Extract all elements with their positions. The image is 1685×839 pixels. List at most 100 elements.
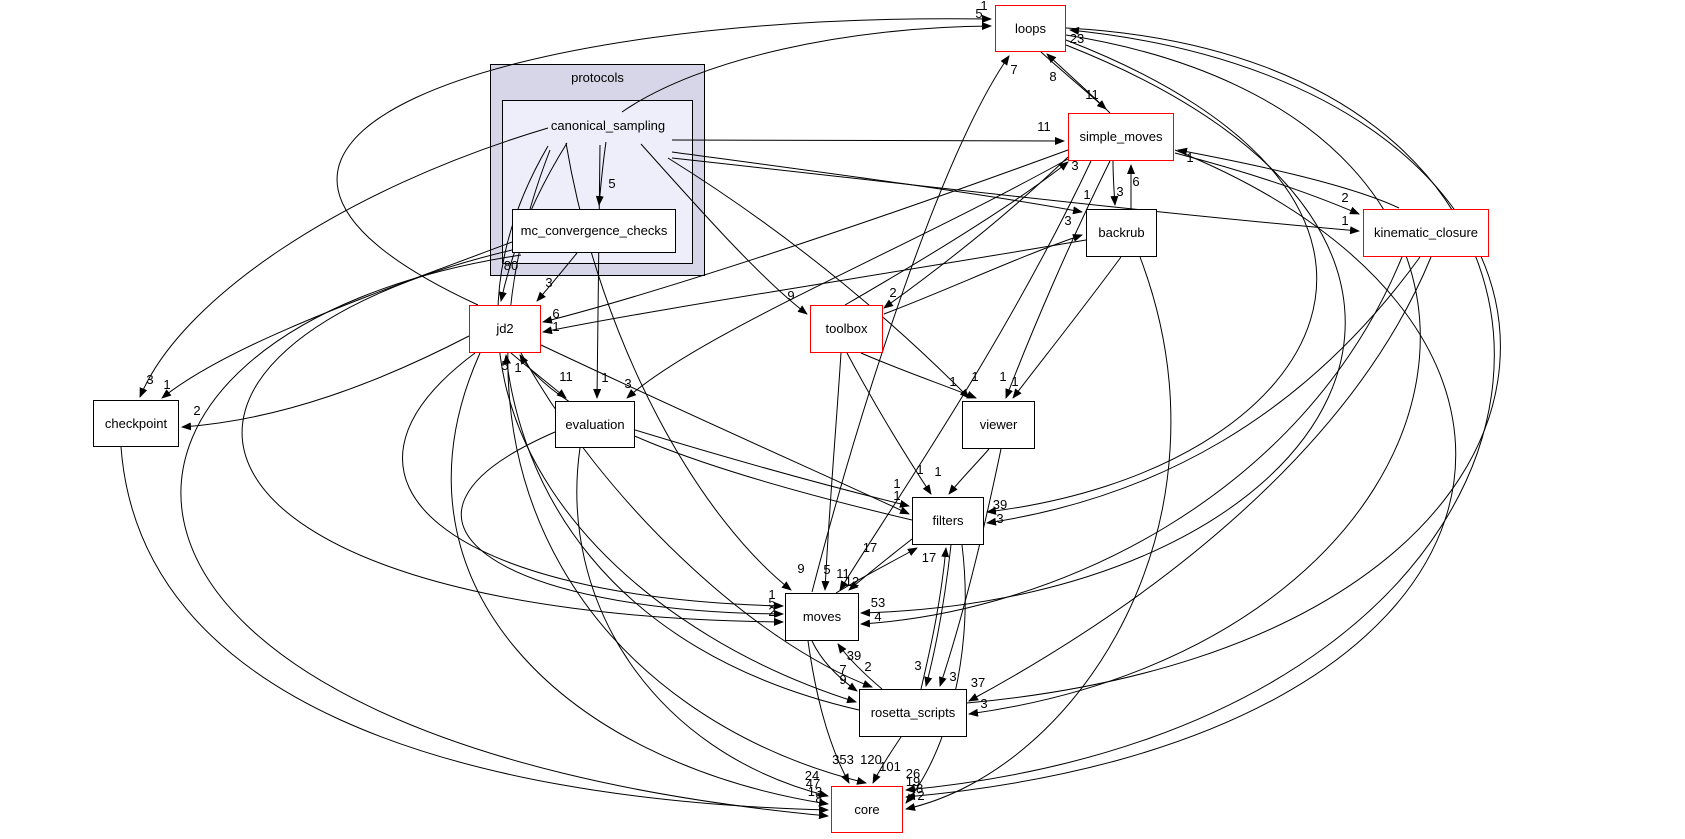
edge-canonical_sampling-to-simple_moves [671,136,1065,145]
edge-backrub-to-jd2 [542,239,1087,335]
edge-mc_convergence_checks-to-jd2 [536,252,578,302]
edge-viewer-to-filters [948,448,990,495]
edge-simple_moves-to-loops [1046,53,1111,114]
edge-canonical_sampling-to-viewer [667,157,970,399]
edge-count-label: 17 [922,550,936,565]
edge-jd2-to-core [450,352,829,807]
edge-count-label: 6 [552,306,559,321]
edge-count-label: 39 [847,648,861,663]
edge-count-label: 7 [839,662,846,677]
node-backrub[interactable]: backrub [1086,209,1157,257]
node-simple_moves[interactable]: simple_moves [1068,113,1174,161]
edge-count-label: 9 [839,672,846,687]
edge-count-label: 2 [768,604,775,619]
edge-count-label: 26 [906,766,920,781]
edge-count-label: 3 [1071,158,1078,173]
edge-kinematic_closure-to-rosetta_scripts [968,256,1432,702]
node-kinematic_closure[interactable]: kinematic_closure [1363,209,1489,257]
edge-count-label: 1 [1083,187,1090,202]
edge-count-label: 37 [971,675,985,690]
edge-moves-to-core [807,640,850,784]
edge-rosetta_scripts-to-filters [920,547,950,690]
edge-count-label: 1 [601,370,608,385]
edge-count-label: 23 [1070,31,1084,46]
edge-rosetta_scripts-to-moves [837,643,883,690]
edge-canonical_sampling-to-backrub [671,151,1083,215]
node-mc_convergence_checks[interactable]: mc_convergence_checks [512,209,676,253]
node-checkpoint[interactable]: checkpoint [93,400,179,447]
edge-evaluation-to-core [576,447,829,798]
edge-filters-to-jd2 [519,354,913,521]
edge-count-label: 2 [917,788,924,803]
edge-jd2-to-loops [336,14,992,306]
edge-mc_convergence_checks-to-checkpoint [161,241,513,399]
edge-jd2-to-moves [402,352,784,610]
edge-count-label: 3 [914,658,921,673]
edge-count-label: 9 [787,288,794,303]
node-viewer[interactable]: viewer [962,401,1035,449]
edge-count-label: 1 [1341,213,1348,228]
edge-moves-to-rosetta_scripts [811,640,858,692]
edge-count-label: 11 [1037,119,1051,134]
edge-canonical_sampling-to-core [507,149,867,785]
edge-count-label: 24 [805,768,819,783]
edge-toolbox-to-viewer [860,352,977,399]
edge-moves-to-loops [811,55,1010,593]
edge-count-label: 1 [999,369,1006,384]
edge-count-label: 1 [934,464,941,479]
edge-count-label: 8 [815,791,822,806]
node-evaluation[interactable]: evaluation [555,401,635,448]
edge-toolbox-to-moves [821,352,842,591]
edge-count-label: 3 [949,669,956,684]
edge-count-label: 1 [514,360,521,375]
edge-count-label: 1 [163,377,170,392]
node-loops[interactable]: loops [995,5,1066,52]
edge-count-label: 5 [501,358,508,373]
edge-count-label: 5 [768,595,775,610]
edge-loops-to-moves [860,44,1346,617]
edge-simple_moves-to-core [905,149,1457,801]
node-core[interactable]: core [831,786,903,833]
edge-count-label: 2 [193,403,200,418]
edge-canonical_sampling-to-kinematic_closure [671,157,1360,235]
node-moves[interactable]: moves [785,593,859,641]
edge-backrub-to-core [905,256,1172,811]
edge-count-label: 48 [909,781,923,796]
edge-count-label: 1 [893,488,900,503]
edge-count-label: 12 [845,574,859,589]
edge-simple_moves-to-moves [839,160,1092,591]
cluster-protocols-label: protocols [571,70,624,85]
edge-simple_moves-to-viewer [1005,160,1111,399]
edge-kinematic_closure-to-moves [860,256,1403,628]
edge-mc_convergence_checks-to-moves [241,249,784,626]
edge-toolbox-to-simple_moves [844,161,1069,306]
edge-jd2-to-evaluation [510,352,567,399]
edge-count-label: 3 [1116,184,1123,199]
edge-count-label: 39 [993,497,1007,512]
edge-count-label: 19 [906,774,920,789]
edge-count-label: 80 [504,258,518,273]
edge-simple_moves-to-toolbox [883,156,1069,309]
edge-count-label: 8 [1049,69,1056,84]
node-toolbox[interactable]: toolbox [810,305,883,353]
edge-count-label: 353 [832,752,854,767]
edge-count-label: 120 [860,752,882,767]
edge-count-label: 1 [916,462,923,477]
edge-count-label: 1 [949,374,956,389]
edge-simple_moves-to-backrub [1110,160,1119,206]
edge-toolbox-to-filters [846,352,932,495]
node-jd2[interactable]: jd2 [469,305,541,353]
node-filters[interactable]: filters [912,497,984,545]
edge-evaluation-to-moves [460,431,784,618]
edge-count-label: 1 [1011,374,1018,389]
edge-count-label: 11 [836,566,850,581]
node-rosetta_scripts[interactable]: rosetta_scripts [859,689,967,737]
edge-count-label: 1 [893,476,900,491]
edge-count-label: 1 [552,319,559,334]
edge-rosetta_scripts-to-core [872,736,902,784]
edge-toolbox-to-backrub [883,234,1083,315]
node-canonical_sampling: canonical_sampling [550,118,666,134]
edge-simple_moves-to-evaluation [626,158,1069,399]
